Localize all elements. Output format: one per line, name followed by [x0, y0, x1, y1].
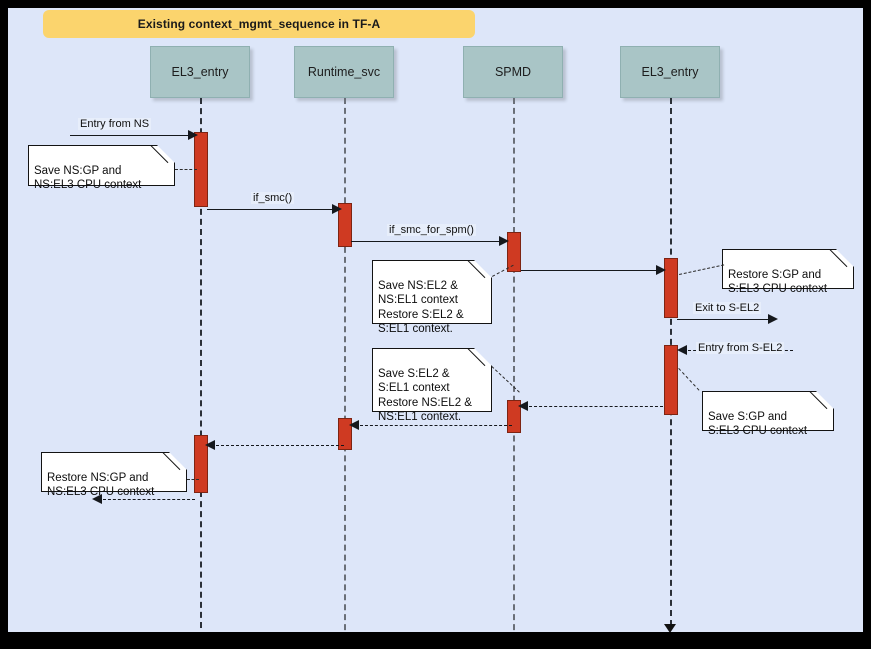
- diagram-surface: Existing context_mgmt_sequence in TF-A E…: [8, 8, 863, 632]
- note-save-s-el2: Save S:EL2 & S:EL1 context Restore NS:EL…: [372, 348, 492, 423]
- message-arrowhead-spmd-to-runtime-svc: [349, 420, 359, 430]
- message-line-el3-entry-to-spmd: [529, 406, 663, 407]
- activation-el3-entry-right-2: [664, 345, 678, 415]
- note-fold-corner-icon: [157, 145, 175, 163]
- activation-el3-entry-left-2: [194, 435, 208, 493]
- note-save-ns-gp: Save NS:GP and NS:EL3 CPU context: [28, 145, 175, 191]
- note-text: Restore S:GP and S:EL3 CPU context: [728, 268, 828, 296]
- activation-el3-entry-right-1: [664, 258, 678, 318]
- message-arrowhead-entry-from-ns: [188, 130, 198, 140]
- message-arrowhead-el3-entry-to-spmd: [518, 401, 528, 411]
- message-label-if-smc: if_smc(): [251, 192, 295, 204]
- note-leader-3: [679, 264, 725, 275]
- message-arrowhead-spmd-to-el3-entry: [656, 265, 666, 275]
- note-save-s-gp: Save S:GP and S:EL3 CPU context: [702, 391, 834, 437]
- message-line-runtime-svc-to-el3-entry: [216, 445, 344, 446]
- note-text: Save NS:GP and NS:EL3 CPU context: [34, 164, 142, 192]
- activation-spmd-2: [507, 400, 521, 433]
- message-line-spmd-to-runtime-svc: [360, 425, 512, 426]
- note-fold-corner-icon: [474, 260, 492, 278]
- note-save-ns-el2: Save NS:EL2 & NS:EL1 context Restore S:E…: [372, 260, 492, 335]
- note-leader-4: [678, 368, 700, 391]
- note-fold-corner-icon: [816, 391, 834, 409]
- diagram-title-banner: Existing context_mgmt_sequence in TF-A: [43, 10, 475, 38]
- note-text: Save S:GP and S:EL3 CPU context: [708, 410, 808, 438]
- message-arrowhead-if-smc: [332, 204, 342, 214]
- lifeline-head-spmd[interactable]: SPMD: [463, 46, 563, 98]
- note-text: Restore NS:GP and NS:EL3 CPU context: [47, 471, 155, 499]
- lifeline-stem-spmd: [513, 98, 515, 632]
- note-leader-6: [187, 479, 199, 480]
- lifeline-label: SPMD: [494, 65, 532, 79]
- note-fold-corner-icon: [836, 249, 854, 267]
- note-text: Save S:EL2 & S:EL1 context Restore NS:EL…: [378, 367, 472, 424]
- message-arrowhead-entry-from-s-el2: [677, 345, 687, 355]
- activation-spmd-1: [507, 232, 521, 272]
- lifeline-end-arrow-el3-entry-right: [664, 624, 676, 632]
- lifeline-label: EL3_entry: [641, 65, 699, 79]
- message-label-if-smc-for-spm: if_smc_for_spm(): [387, 224, 476, 236]
- message-arrowhead-exit-to-ns: [92, 494, 102, 504]
- message-label-exit-to-s-el2: Exit to S-EL2: [693, 302, 762, 314]
- message-line-if-smc: [207, 209, 336, 210]
- page-title: Existing context_mgmt_sequence in TF-A: [137, 17, 381, 31]
- activation-runtime-svc-1: [338, 203, 352, 247]
- note-fold-corner-icon: [474, 348, 492, 366]
- note-restore-s-gp: Restore S:GP and S:EL3 CPU context: [722, 249, 854, 295]
- lifeline-stem-el3-entry-left: [200, 98, 202, 628]
- note-restore-ns-gp: Restore NS:GP and NS:EL3 CPU context: [41, 452, 187, 498]
- message-line-spmd-to-el3-entry: [521, 270, 660, 271]
- lifeline-head-runtime-svc[interactable]: Runtime_svc: [294, 46, 394, 98]
- message-line-entry-from-ns: [70, 135, 192, 136]
- note-text: Save NS:EL2 & NS:EL1 context Restore S:E…: [378, 279, 464, 336]
- lifeline-head-el3-entry-left[interactable]: EL3_entry: [150, 46, 250, 98]
- message-line-if-smc-for-spm: [351, 241, 503, 242]
- lifeline-label: Runtime_svc: [307, 65, 381, 79]
- message-line-exit-to-s-el2: [677, 319, 772, 320]
- message-label-entry-from-s-el2: Entry from S-EL2: [696, 342, 785, 354]
- message-arrowhead-runtime-svc-to-el3-entry: [205, 440, 215, 450]
- message-arrowhead-if-smc-for-spm: [499, 236, 509, 246]
- message-line-exit-to-ns: [103, 499, 195, 500]
- activation-runtime-svc-2: [338, 418, 352, 450]
- lifeline-label: EL3_entry: [171, 65, 229, 79]
- lifeline-head-el3-entry-right[interactable]: EL3_entry: [620, 46, 720, 98]
- note-fold-corner-icon: [169, 452, 187, 470]
- note-leader-5: [491, 366, 520, 393]
- lifeline-stem-runtime-svc: [344, 98, 346, 632]
- message-arrowhead-exit-to-s-el2: [768, 314, 778, 324]
- note-leader-1: [175, 169, 197, 170]
- message-label-entry-from-ns: Entry from NS: [78, 118, 152, 130]
